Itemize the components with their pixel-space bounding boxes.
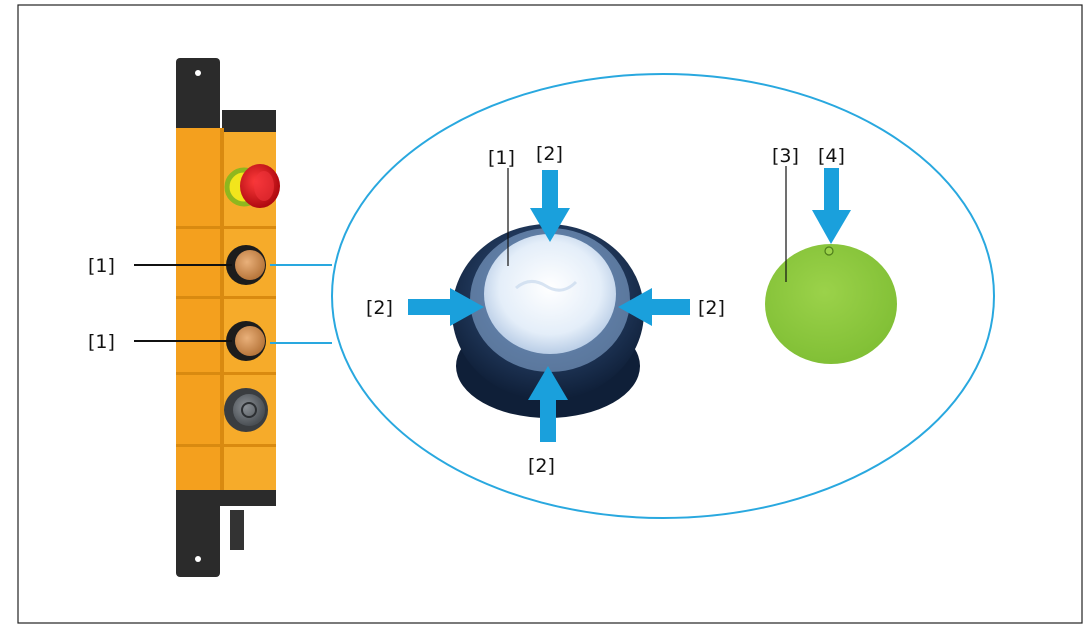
pendant-control-station (176, 58, 280, 577)
green-cap (765, 244, 897, 364)
arrow-label-right: [2] (698, 297, 725, 319)
button-icon (226, 321, 266, 361)
reset-button-icon (224, 388, 268, 432)
cap-notch (824, 246, 834, 256)
cap-notch-label: [4] (818, 145, 845, 167)
lens (484, 234, 616, 354)
arrow-icon (618, 288, 690, 326)
left-label-1: [1] (88, 255, 115, 277)
cable-stub (230, 510, 244, 550)
detail-callout-ellipse (331, 73, 995, 519)
left-label-2: [1] (88, 331, 115, 353)
module-divider-4 (176, 444, 276, 447)
housing-left (176, 128, 222, 506)
mount-hole-top (195, 70, 201, 76)
arrow-icon (812, 168, 851, 244)
mount-hole-bottom (195, 556, 201, 562)
housing-top-cap (222, 110, 276, 132)
button-icon (226, 245, 266, 285)
cap-label: [3] (772, 145, 799, 167)
bottom-bracket (176, 495, 220, 577)
arrow-icon (530, 170, 570, 242)
module-divider-1 (176, 226, 276, 229)
module-divider-3 (176, 372, 276, 375)
housing-bottom-cap (176, 490, 276, 506)
arrow-icon (528, 366, 568, 442)
module-divider-2 (176, 296, 276, 299)
arrow-label-top: [2] (536, 143, 563, 165)
detail-label-lens: [1] (488, 147, 515, 169)
top-bracket (176, 58, 220, 138)
arrow-icon (408, 288, 484, 326)
illuminated-pushbutton (452, 224, 644, 418)
arrow-label-bottom: [2] (528, 455, 555, 477)
housing-seam (220, 128, 224, 506)
arrow-label-left: [2] (366, 297, 393, 319)
cap-disc (765, 244, 897, 364)
emergency-stop-icon (224, 164, 280, 208)
outer-border (17, 4, 1083, 624)
